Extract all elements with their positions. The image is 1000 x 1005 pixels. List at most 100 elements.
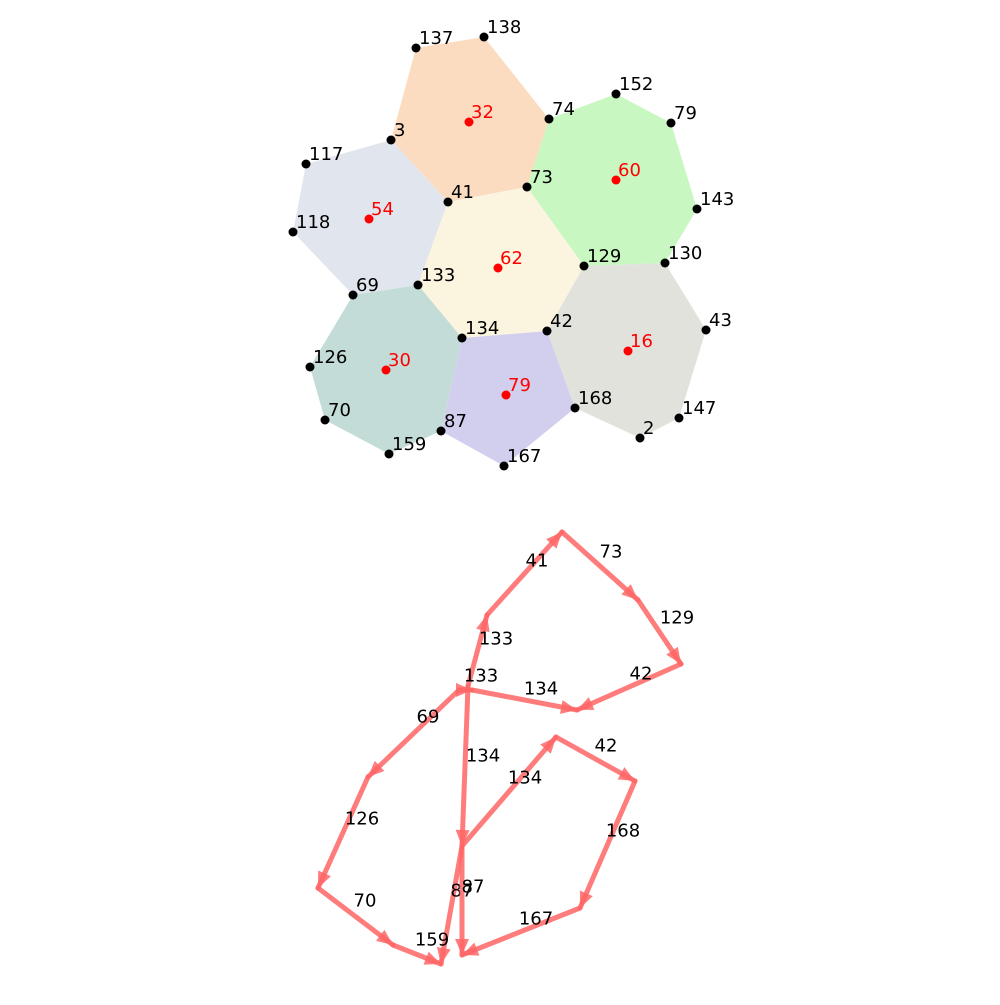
vertex-label-2: 2	[643, 418, 654, 439]
vertex-dot-117	[301, 159, 311, 169]
path-arrowhead	[318, 870, 331, 888]
path-arrowhead	[577, 697, 595, 710]
path-arrowhead	[476, 615, 490, 633]
path-arrowhead	[462, 942, 480, 956]
cell-center-label-62: 62	[500, 248, 523, 269]
vertex-dot-147	[674, 413, 684, 423]
cell-polygon-62	[418, 187, 584, 338]
cell-center-label-32: 32	[471, 102, 494, 123]
vertex-dot-87	[436, 426, 446, 436]
vertex-label-168: 168	[578, 388, 612, 409]
cell-center-label-16: 16	[630, 331, 653, 352]
vertex-dot-134	[457, 333, 467, 343]
vertex-dot-168	[570, 403, 580, 413]
vertex-label-118: 118	[296, 212, 330, 233]
path-edge-line	[484, 529, 565, 618]
vertex-dot-43	[701, 325, 711, 335]
cell-center-label-30: 30	[388, 350, 411, 371]
path-edge-17: 159	[390, 930, 449, 967]
path-edge-label: 129	[660, 608, 694, 629]
vertex-dot-129	[579, 261, 589, 271]
vertex-label-87: 87	[444, 411, 467, 432]
vertex-label-133: 133	[421, 265, 455, 286]
path-arrowhead	[376, 929, 393, 945]
path-edge-3: 129	[635, 597, 694, 667]
path-edge-line	[469, 687, 580, 713]
path-edge-line	[438, 843, 465, 967]
vertex-label-117: 117	[309, 144, 343, 165]
path-edge-label: 42	[595, 736, 618, 757]
path-edge-label: 42	[630, 664, 653, 685]
path-arrowhead	[617, 767, 635, 781]
path-edge-4: 42	[574, 661, 684, 713]
path-edge-line	[459, 905, 583, 958]
path-edge-line	[365, 687, 462, 780]
vertex-dot-152	[611, 89, 621, 99]
vertex-dot-126	[305, 362, 315, 372]
cell-center-label-79: 79	[508, 375, 531, 396]
path-edge-12: 168	[577, 778, 640, 911]
vertex-label-129: 129	[587, 246, 621, 267]
vertex-label-70: 70	[328, 400, 351, 421]
vertex-dot-41	[443, 197, 453, 207]
path-edge-7: 69	[365, 687, 462, 780]
cell-center-dot-54	[364, 214, 374, 224]
vertex-label-42: 42	[550, 311, 573, 332]
vertex-dot-118	[288, 227, 298, 237]
vertex-dot-42	[542, 326, 552, 336]
vertex-label-143: 143	[700, 189, 734, 210]
path-edge-line	[574, 661, 684, 713]
vertex-label-69: 69	[356, 275, 379, 296]
vertex-label-126: 126	[313, 347, 347, 368]
path-edge-11: 126	[315, 774, 379, 891]
vertex-dot-167	[499, 461, 509, 471]
vertex-dot-143	[692, 204, 702, 214]
path-arrowhead	[436, 947, 451, 964]
path-edge-label: 134	[466, 746, 500, 767]
path-arrowhead	[559, 700, 577, 714]
path-arrowhead	[621, 584, 638, 600]
vertex-label-167: 167	[507, 446, 541, 467]
path-arrowhead	[546, 532, 562, 549]
vertex-label-137: 137	[419, 28, 453, 49]
path-edge-label: 70	[354, 891, 377, 912]
path-arrowhead	[579, 890, 593, 908]
path-edge-label: 168	[606, 821, 640, 842]
vertex-label-152: 152	[619, 74, 653, 95]
path-edge-label: 167	[519, 909, 553, 930]
vertex-dot-73	[522, 182, 532, 192]
path-arrowhead	[455, 939, 469, 955]
vertex-dot-79	[666, 118, 676, 128]
path-arrowhead	[455, 829, 470, 846]
cell-center-dot-60	[611, 175, 621, 185]
path-edge-label: 159	[415, 930, 449, 951]
path-arrowhead	[423, 951, 441, 965]
path-edge-6: 134	[469, 679, 580, 714]
path-edge-label: 41	[526, 551, 549, 572]
vertex-label-147: 147	[682, 398, 716, 419]
path-edge-1: 73	[559, 529, 641, 603]
vertex-label-130: 130	[668, 243, 702, 264]
path-edge-label: 69	[417, 707, 440, 728]
path-edge-label: 133	[479, 629, 513, 650]
cell-center-dot-16	[623, 346, 633, 356]
vertex-label-159: 159	[392, 434, 426, 455]
path-edge-label: 73	[600, 542, 623, 563]
path-edge-label: 134	[524, 679, 558, 700]
path-edge-line	[315, 774, 371, 891]
vertex-dot-2	[635, 433, 645, 443]
path-edge-line	[577, 778, 638, 911]
cell-center-dot-62	[493, 263, 503, 273]
path-edge-10: 134	[459, 734, 559, 849]
vertex-dot-130	[660, 258, 670, 268]
path-edge-14: 87	[455, 843, 484, 958]
vertex-dot-70	[320, 415, 330, 425]
vertex-label-43: 43	[709, 310, 732, 331]
cell-center-label-54: 54	[371, 199, 394, 220]
vertex-label-134: 134	[465, 318, 499, 339]
cell-center-dot-32	[464, 117, 474, 127]
